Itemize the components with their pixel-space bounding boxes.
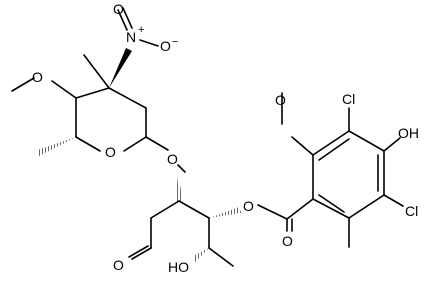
bond-c-o-methoxy [51,80,77,99]
chlorine-bottom: Cl [405,203,418,219]
bond-n-o-single [139,39,159,47]
bond-o-chain [177,164,186,173]
nitro-minus-charge: − [172,36,178,48]
ring-oxygen: O [105,144,116,160]
methoxy-oxygen: O [32,69,43,85]
bond-n-o-double-2 [122,7,133,29]
chain-bonds [128,169,241,267]
hydroxyl-group: HO [168,259,189,275]
bond-anomeric [145,136,169,151]
ester-oxygen: O [243,198,254,214]
chlorine-top: Cl [342,91,355,107]
aldehyde-oxygen: O [113,257,124,273]
bond-aryl-cl-bottom [383,194,404,207]
carbonyl-oxygen: O [282,233,293,249]
nitro-oxygen-double: O [113,1,124,17]
nitro-oxygen-single: O [160,38,171,54]
aromatic-ring [312,130,385,219]
nitro-nitrogen: N [126,29,136,45]
bond-o-methyl [11,77,35,92]
bond-aryl-oh [383,137,401,152]
glycosidic-oxygen: O [167,151,178,167]
wedge-bond-nitro [109,48,132,88]
ester-bonds [257,198,314,232]
bond-aryl-methoxy [291,136,314,156]
sugar-ring [75,87,147,152]
bond-c-methyl-top [83,54,110,89]
bond-n-o-double [117,9,128,31]
hashed-bond-methyl [37,137,76,156]
nitro-plus-charge: + [138,24,144,36]
aryl-methoxy-oxygen: O [275,92,286,108]
aryl-hydroxyl: OH [398,125,419,141]
